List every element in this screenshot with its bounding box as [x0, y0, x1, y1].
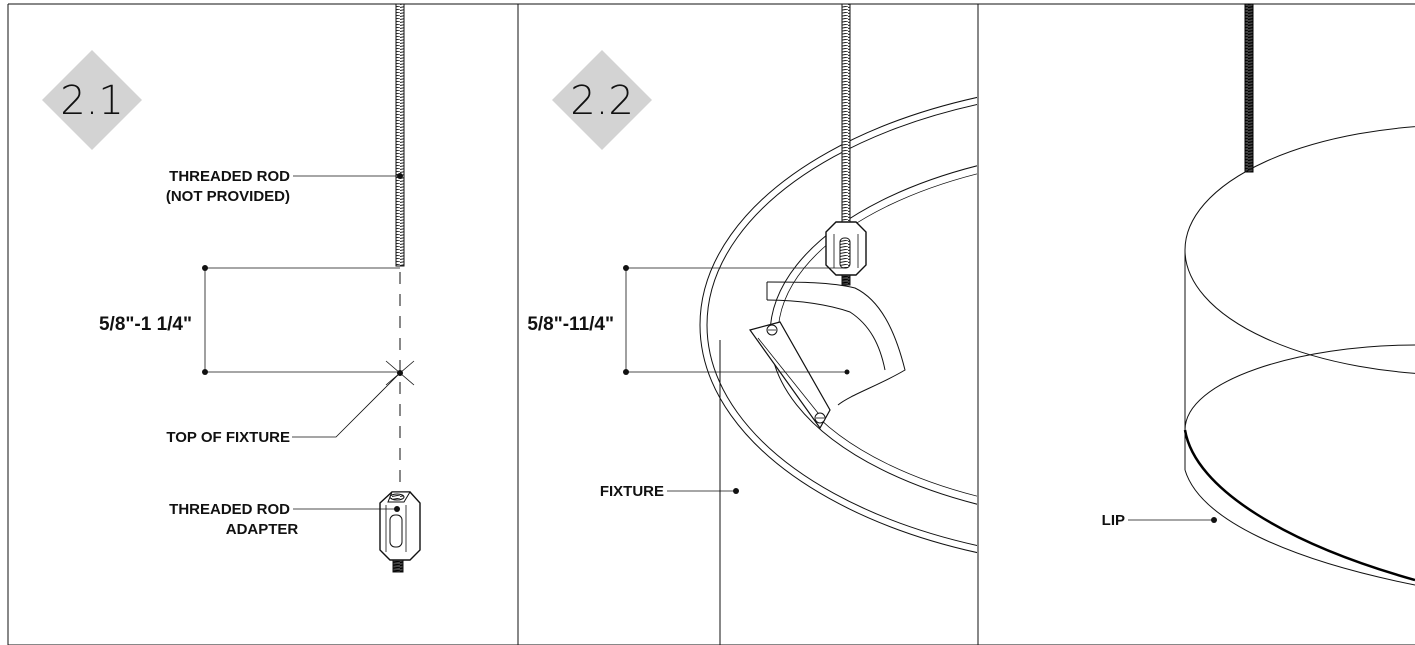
step-badge-2-1: 2.1 — [42, 50, 142, 150]
panel-frames — [7, 3, 1415, 645]
step-number: 2.2 — [570, 78, 634, 124]
leader-dot — [733, 488, 739, 494]
leader-dot — [397, 173, 403, 179]
threaded-rod — [395, 3, 405, 267]
threaded-rod — [841, 3, 851, 231]
threaded-rod — [1244, 3, 1254, 173]
panel-2-2: 2.2 — [527, 3, 977, 554]
panel-3: LIP — [1102, 3, 1415, 586]
badge-diamond — [552, 50, 652, 150]
dim-dot-top — [623, 265, 629, 271]
fixture-drawing — [699, 96, 977, 554]
dim-dot-bottom — [202, 369, 208, 375]
label-top-of-fixture: TOP OF FIXTURE — [166, 429, 290, 446]
panel-2-1: 2.1 THREADED ROD (NOT PROVIDED) 5/8"-1 1… — [42, 3, 421, 573]
label-lip: LIP — [1102, 512, 1125, 529]
cylinder-fixture — [1183, 126, 1415, 586]
leader-top-of-fixture — [292, 372, 401, 438]
dim-dot-bottom — [623, 369, 629, 375]
leader-dot — [397, 370, 403, 376]
label-fixture: FIXTURE — [600, 483, 664, 500]
dimension-label: 5/8"-1 1/4" — [99, 314, 192, 335]
label-not-provided: (NOT PROVIDED) — [166, 188, 290, 205]
label-adapter: ADAPTER — [226, 521, 299, 538]
badge-diamond — [42, 50, 142, 150]
threaded-rod-adapter — [379, 491, 421, 573]
step-badge-2-2: 2.2 — [552, 50, 652, 150]
dim-dot-top — [202, 265, 208, 271]
leader-dot — [1211, 517, 1217, 523]
label-threaded-rod-adapter: THREADED ROD — [169, 501, 290, 518]
leader-dot — [394, 506, 400, 512]
threaded-rod-adapter — [825, 221, 867, 286]
step-number: 2.1 — [60, 78, 124, 124]
label-threaded-rod: THREADED ROD — [169, 168, 290, 185]
dimension-label: 5/8"-11/4" — [527, 314, 614, 335]
